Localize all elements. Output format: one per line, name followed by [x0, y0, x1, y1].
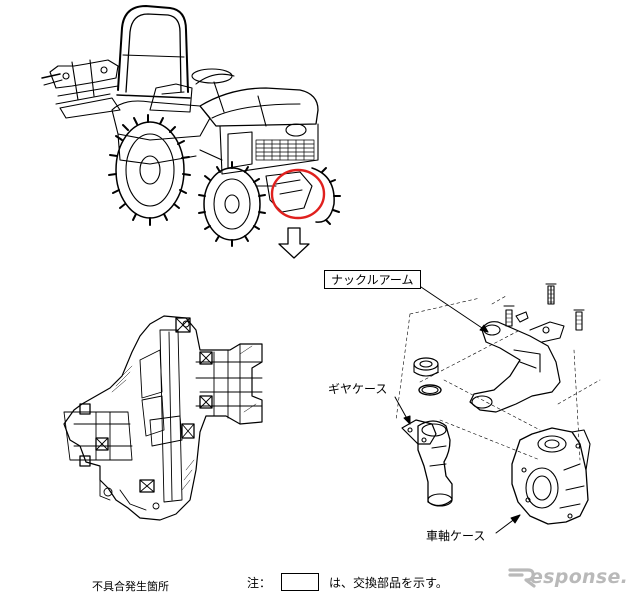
seal-parts — [413, 357, 442, 396]
gear-case-label: ギヤケース — [328, 382, 388, 396]
watermark-text: esponse. — [530, 566, 629, 588]
gear-case-part — [401, 419, 453, 507]
defect-location-circle — [270, 168, 326, 220]
leader-lines — [394, 284, 521, 534]
axle-case-part — [511, 427, 591, 525]
tractor-illustration — [41, 5, 341, 247]
note-prefix: 注： — [247, 575, 272, 590]
down-arrow-icon — [278, 227, 310, 259]
response-watermark: esponse. — [508, 566, 628, 588]
note-text: は、交換部品を示す。 — [329, 575, 448, 590]
defect-location-caption: 不具合発生箇所 — [92, 580, 169, 593]
knuckle-arm-label: ナックルアーム — [324, 270, 421, 289]
response-logo-icon — [508, 568, 536, 588]
axle-case-label: 車軸ケース — [426, 529, 486, 543]
assembly-guide-lines — [395, 295, 601, 461]
sectional-view — [63, 315, 263, 521]
knuckle-arm-part — [469, 283, 585, 413]
legend-note: 注： は、交換部品を示す。 — [247, 573, 448, 591]
replacement-part-swatch — [281, 573, 320, 591]
